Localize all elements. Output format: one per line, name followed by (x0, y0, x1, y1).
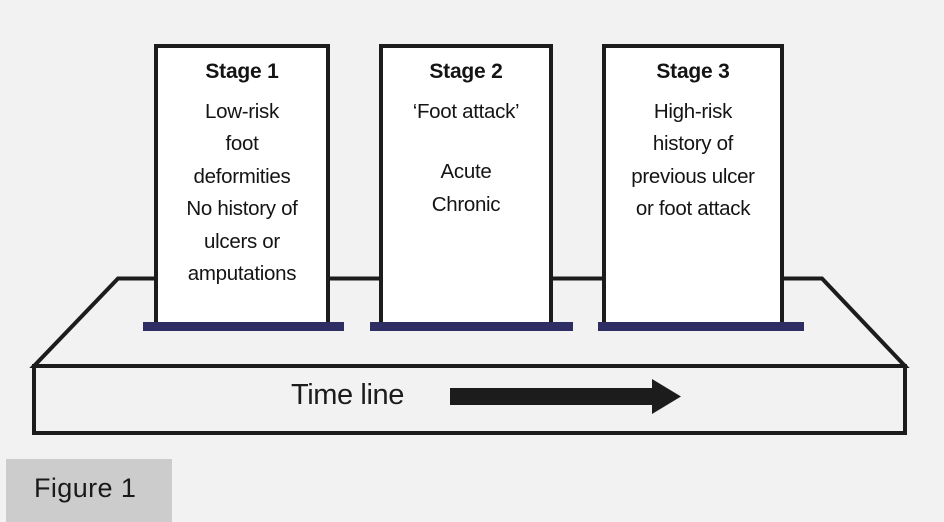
stage-title-1: Stage 1 (205, 60, 279, 83)
stage-body-1: Low-risk foot deformities No history of … (186, 100, 298, 285)
stage-accent-bar-1 (143, 322, 344, 331)
timeline-arrow-icon (450, 379, 681, 414)
stage-body-2-line1: ‘Foot attack’ (412, 100, 520, 123)
stage-box-3: Stage 3 High-risk history of previous ul… (602, 44, 784, 326)
stage-box-1: Stage 1 Low-risk foot deformities No his… (154, 44, 330, 326)
stage-body-3: High-risk history of previous ulcer or f… (631, 100, 755, 221)
stage-title-2: Stage 2 (429, 60, 503, 83)
stage-box-2: Stage 2 ‘Foot attack’ Acute Chronic (379, 44, 553, 326)
figure-caption-text: Figure 1 (34, 473, 137, 503)
stage-title-3: Stage 3 (656, 60, 730, 83)
stage-body-2-line2: Acute Chronic (431, 160, 501, 216)
stage-accent-bar-2 (370, 322, 573, 331)
figure-caption-box: Figure 1 (6, 459, 172, 522)
platform-front-face (32, 364, 907, 435)
timeline-label: Time line (291, 379, 404, 411)
stage-accent-bar-3 (598, 322, 804, 331)
